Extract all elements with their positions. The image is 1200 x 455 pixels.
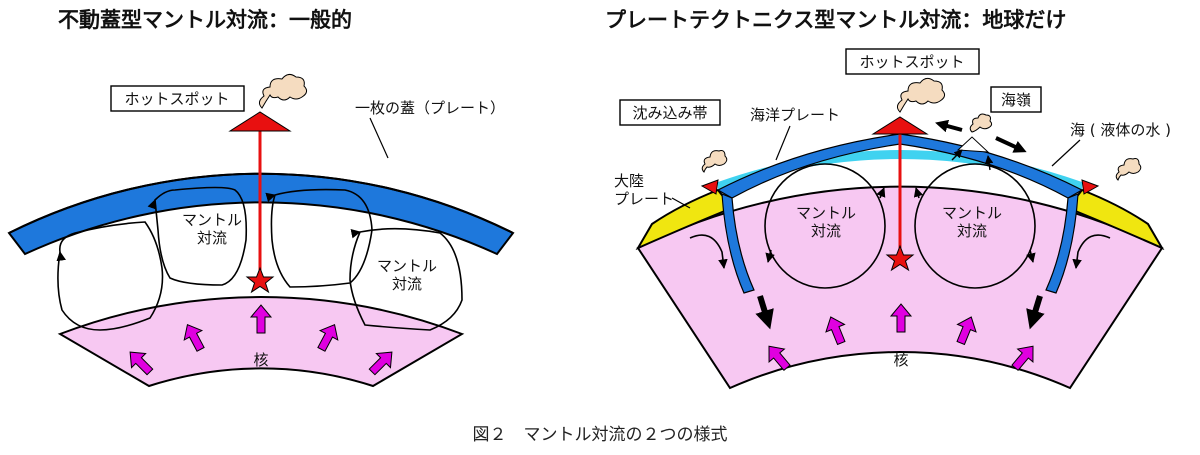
right-smoke-icon xyxy=(896,77,946,113)
right-arc-volcano-right xyxy=(1081,179,1100,195)
right-ridge-smoke-icon xyxy=(969,113,993,133)
left-cell1-label-2: 対流 xyxy=(197,229,227,247)
right-hotspot-box xyxy=(845,48,980,75)
right-subduction-arrow-right xyxy=(1026,295,1045,330)
right-cell-right-arrow-icon xyxy=(1026,249,1036,263)
right-continent-label-2: プレート xyxy=(614,190,674,208)
left-cell-1 xyxy=(155,186,248,286)
left-lid-leader xyxy=(369,117,389,159)
left-core-arrow-icon xyxy=(317,323,339,352)
left-convection-cells xyxy=(58,186,463,331)
right-ridge xyxy=(956,136,990,153)
right-title: プレートテクトニクス型マントル対流：地球だけ xyxy=(605,8,1066,32)
left-core-arrows xyxy=(129,304,393,376)
right-arc-smoke-right-icon xyxy=(1115,158,1142,181)
left-hotspot-label: ホットスポット xyxy=(124,90,229,108)
right-slab-right xyxy=(1045,193,1079,294)
right-cell-left xyxy=(764,163,886,289)
right-subduction-box xyxy=(619,99,721,126)
left-core-arrow-icon xyxy=(129,351,154,376)
left-cell-4 xyxy=(349,229,463,331)
right-continent-leader xyxy=(671,197,691,209)
right-small-cell-left xyxy=(689,234,728,269)
right-cell-right-arrow-icon xyxy=(913,187,924,199)
right-arc-volcano-left xyxy=(700,179,719,195)
left-cell1-label-1: マントル xyxy=(182,211,242,229)
left-hotspot-volcano xyxy=(228,111,292,132)
left-title: 不動蓋型マントル対流：一般的 xyxy=(58,8,352,32)
left-cell-2 xyxy=(58,221,164,331)
right-core-label: 核 xyxy=(893,351,908,369)
right-cell2-label-2: 対流 xyxy=(957,222,987,240)
right-hotspot-volcano xyxy=(871,116,929,135)
right-convection-cells xyxy=(689,163,1111,289)
left-lid-label: 一枚の蓋（プレート） xyxy=(355,99,505,117)
right-core-arrow-icon xyxy=(956,316,977,346)
left-plume-star-icon xyxy=(245,266,275,294)
right-slab-left xyxy=(721,193,755,294)
right-ridge-up-right xyxy=(984,155,994,171)
right-mantle-shell xyxy=(635,133,1165,390)
right-subduction-arrow-left xyxy=(755,295,774,330)
left-core-arrow-icon xyxy=(183,323,205,352)
right-core-arrow-icon xyxy=(1011,345,1034,372)
right-small-cell-right xyxy=(1072,234,1111,269)
right-cell-left-arrow-icon xyxy=(765,249,775,263)
right-hotspot-label: ホットスポット xyxy=(859,53,964,71)
right-core-arrow-icon xyxy=(889,303,913,333)
right-core-arrow-icon xyxy=(825,316,846,346)
right-cell2-label-1: マントル xyxy=(942,204,1002,222)
right-cell-right xyxy=(914,163,1036,289)
right-cell1-label-2: 対流 xyxy=(811,222,841,240)
right-subduction-label: 沈み込み帯 xyxy=(632,104,707,122)
figure-caption: 図２ マントル対流の２つの様式 xyxy=(473,425,728,445)
right-sea-leader xyxy=(1051,139,1081,167)
right-continent-label-1: 大陸 xyxy=(614,172,644,190)
left-hotspot-box xyxy=(110,85,245,112)
right-ridge-spread-left xyxy=(935,119,963,133)
left-core-label: 核 xyxy=(253,351,268,369)
right-core-arrow-icon xyxy=(768,345,791,372)
left-cell2-label-1: マントル xyxy=(377,257,437,275)
right-ridge-spread-right xyxy=(995,136,1027,153)
right-cell1-label-1: マントル xyxy=(796,204,856,222)
left-smoke-icon xyxy=(258,73,308,109)
right-core-arrows xyxy=(768,303,1034,372)
right-ocean-plate-label: 海洋プレート xyxy=(750,106,840,124)
right-ridge-box xyxy=(990,86,1042,113)
right-ocean-plate-leader xyxy=(775,125,791,161)
right-sea-label: 海 ( 液体の水 ) xyxy=(1070,121,1171,139)
left-core-arrow-icon xyxy=(249,304,273,334)
left-core-arrow-icon xyxy=(368,351,393,376)
right-ridge-label: 海嶺 xyxy=(1001,91,1031,109)
right-arc-smoke-left-icon xyxy=(701,150,728,173)
right-cell-left-arrow-icon xyxy=(876,187,886,199)
right-ridge-up-left xyxy=(951,149,963,161)
right-plume-star-icon xyxy=(885,244,915,272)
left-cell2-label-2: 対流 xyxy=(392,275,422,293)
